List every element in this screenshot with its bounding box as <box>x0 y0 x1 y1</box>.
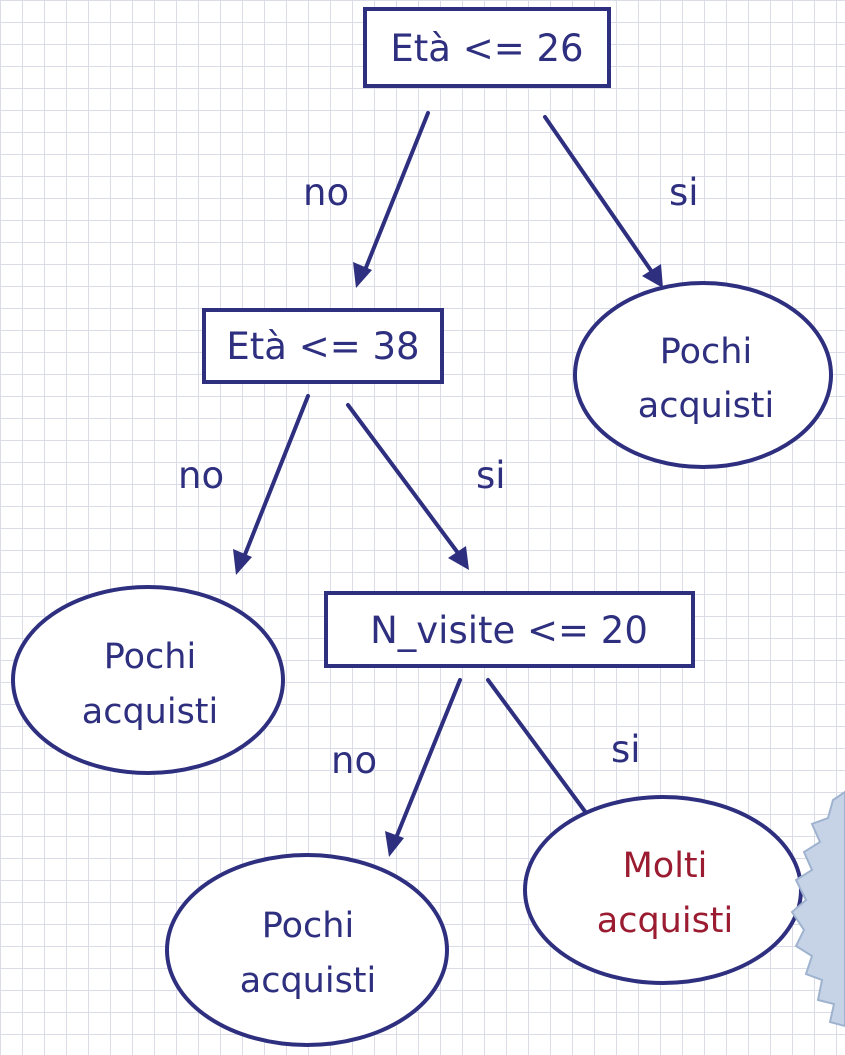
edge-mid-si <box>346 403 460 555</box>
decision-node-root-label: Età <= 26 <box>390 27 583 70</box>
leaf-node-left-mid: Pochi acquisti <box>11 585 285 775</box>
leaf-right-top-line2: acquisti <box>638 386 775 426</box>
decision-node-mid-label: Età <= 38 <box>226 325 419 368</box>
decision-node-visite: N_visite <= 20 <box>324 591 695 668</box>
leaf-node-bottom-left: Pochi acquisti <box>165 853 449 1047</box>
leaf-right-top-line1: Pochi <box>660 332 752 372</box>
leaf-left-mid-line1: Pochi <box>104 637 196 677</box>
edge-visit-si <box>486 678 597 827</box>
decision-node-visite-label: N_visite <= 20 <box>370 609 648 652</box>
decision-node-root: Età <= 26 <box>363 7 611 88</box>
edge-mid-si-arrowhead <box>448 546 469 570</box>
edge-mid-no <box>242 394 310 559</box>
edge-mid-no-arrowhead <box>233 549 252 575</box>
edge-label-root-no: no <box>303 171 349 214</box>
edge-root-no <box>363 111 430 272</box>
leaf-left-mid-line2: acquisti <box>82 692 219 732</box>
edge-label-root-si: si <box>669 171 699 214</box>
edge-label-mid-si: si <box>476 454 506 497</box>
leaf-node-bottom-right: Molti acquisti <box>523 795 803 985</box>
leaf-bottom-left-line1: Pochi <box>262 906 354 946</box>
edge-label-visit-si: si <box>611 728 641 771</box>
edge-visit-no <box>394 678 462 840</box>
leaf-node-right-top: Pochi acquisti <box>573 281 833 469</box>
decision-node-mid: Età <= 38 <box>202 308 444 384</box>
edge-label-mid-no: no <box>178 454 224 497</box>
edge-visit-no-arrowhead <box>385 831 404 857</box>
leaf-bottom-right-line1: Molti <box>623 846 708 886</box>
edge-label-visit-no: no <box>331 739 377 782</box>
edge-root-si-arrowhead <box>642 264 663 288</box>
edge-root-si <box>543 115 654 274</box>
edge-root-no-arrowhead <box>353 262 372 288</box>
gear-icon <box>790 790 845 1028</box>
tree-edges <box>233 111 663 857</box>
leaf-bottom-left-line2: acquisti <box>240 961 377 1001</box>
leaf-bottom-right-line2: acquisti <box>597 901 734 941</box>
